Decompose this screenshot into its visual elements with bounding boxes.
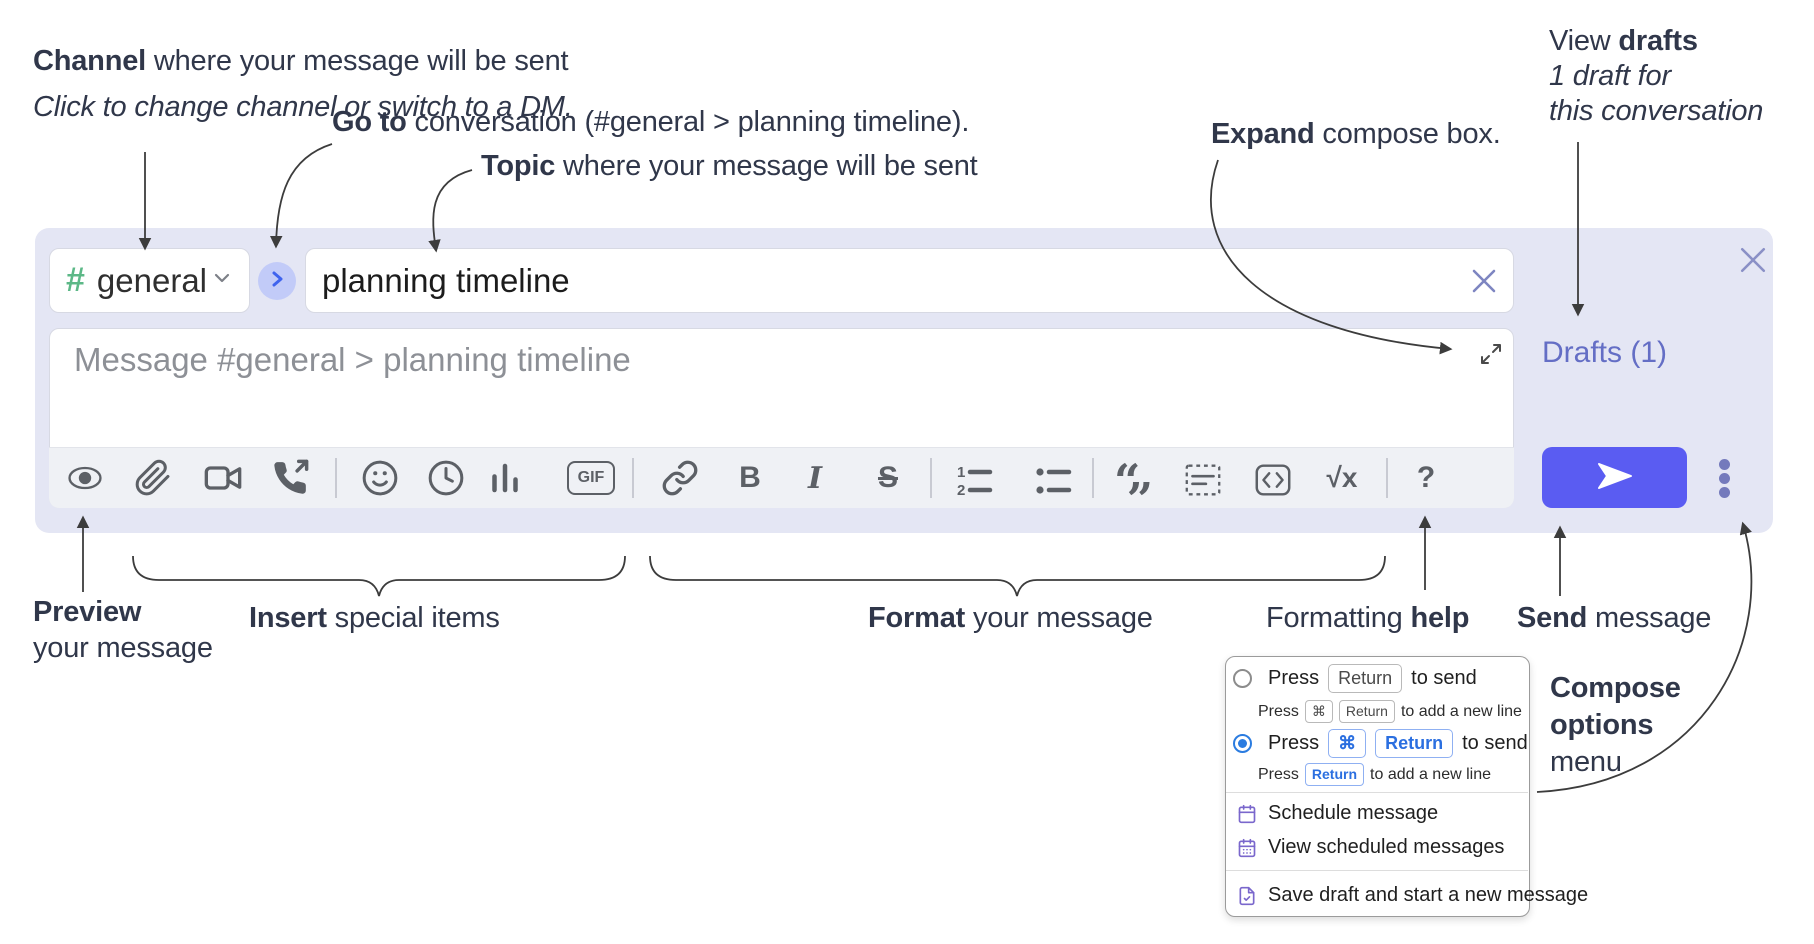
- toolbar-divider: [335, 458, 337, 498]
- return-key: Return: [1304, 763, 1365, 786]
- popup-divider: [1226, 792, 1528, 793]
- code-icon: [1255, 464, 1291, 496]
- svg-text:2: 2: [957, 482, 965, 499]
- preview-button[interactable]: [63, 456, 107, 500]
- question-mark-icon: ?: [1416, 461, 1436, 494]
- dot-icon: [1719, 487, 1730, 498]
- formatting-help-annotation: Formatting help: [1266, 602, 1470, 634]
- topic-annotation: Topic where your message will be sent: [481, 150, 978, 182]
- quote-button[interactable]: [1112, 446, 1156, 508]
- channel-name: general: [96, 261, 208, 299]
- strikethrough-icon: S: [877, 461, 898, 494]
- phone-outgoing-icon: [274, 459, 309, 494]
- return-key: Return: [1328, 664, 1403, 693]
- spoiler-icon: [1185, 464, 1221, 496]
- drafts-link[interactable]: Drafts (1): [1542, 336, 1668, 369]
- format-brace: [649, 555, 1386, 597]
- attach-file-button[interactable]: [131, 456, 175, 500]
- italic-icon: I: [807, 460, 823, 496]
- goto-annotation: Go to conversation (#general > planning …: [332, 106, 970, 138]
- paperclip-icon: [135, 459, 170, 496]
- send-icon: [1597, 462, 1633, 493]
- smiley-icon: [362, 460, 398, 496]
- channel-annotation: Channel where your message will be sent …: [33, 45, 573, 123]
- return-key: Return: [1338, 700, 1395, 723]
- clock-icon: [428, 460, 464, 496]
- return-key: Return: [1375, 729, 1454, 758]
- file-check-icon: [1239, 886, 1255, 905]
- cmd-enter-sends-subtext: Press Return to add a new line: [1258, 763, 1491, 786]
- view-scheduled-messages-item[interactable]: View scheduled messages: [1237, 836, 1504, 859]
- expand-compose-icon[interactable]: [1479, 342, 1503, 371]
- cmd-enter-sends-option[interactable]: Press ⌘ Return to send: [1233, 729, 1528, 758]
- compose-options-annotation: Compose options menu: [1550, 672, 1681, 778]
- enter-sends-subtext: Press ⌘ Return to add a new line: [1258, 700, 1522, 723]
- video-camera-icon: [204, 466, 242, 490]
- code-button[interactable]: [1251, 458, 1295, 502]
- bar-chart-icon: [492, 463, 518, 493]
- insert-brace: [132, 555, 626, 597]
- link-icon: [662, 460, 698, 496]
- gif-icon: GIF: [577, 469, 605, 486]
- calendar-icon: [1238, 804, 1256, 823]
- dot-icon: [1719, 459, 1730, 470]
- link-button[interactable]: [658, 456, 702, 500]
- math-button[interactable]: √x: [1312, 456, 1372, 500]
- clear-topic-icon[interactable]: [1471, 268, 1497, 299]
- bulleted-list-button[interactable]: [1031, 458, 1075, 502]
- popup-divider: [1226, 870, 1528, 871]
- toolbar-divider: [1092, 458, 1094, 498]
- format-annotation: Format your message: [868, 602, 1153, 634]
- italic-button[interactable]: I: [793, 456, 837, 500]
- calendar-grid-icon: [1238, 838, 1256, 857]
- preview-annotation: Preview your message: [33, 596, 213, 664]
- message-input[interactable]: [74, 341, 1374, 437]
- toolbar-divider: [1386, 458, 1388, 498]
- bold-icon: B: [739, 461, 761, 494]
- strikethrough-button[interactable]: S: [866, 456, 910, 500]
- radio-unchecked-icon[interactable]: [1233, 669, 1252, 688]
- numbered-list-icon: 12: [957, 464, 993, 499]
- global-time-button[interactable]: [424, 456, 468, 500]
- emoji-button[interactable]: [358, 456, 402, 500]
- poll-button[interactable]: [483, 456, 527, 500]
- video-call-button[interactable]: [201, 456, 245, 500]
- chevron-down-icon: [211, 267, 233, 294]
- spoiler-button[interactable]: [1181, 458, 1225, 502]
- gif-button[interactable]: GIF: [567, 461, 615, 495]
- compose-options-popup: [1225, 656, 1530, 917]
- cmd-key: ⌘: [1304, 700, 1333, 723]
- formatting-help-button[interactable]: ?: [1404, 456, 1448, 500]
- close-compose-icon[interactable]: [1739, 246, 1767, 279]
- enter-sends-option[interactable]: Press Return to send: [1233, 664, 1477, 693]
- voice-call-button[interactable]: [268, 456, 312, 500]
- eye-icon: [68, 466, 102, 490]
- math-icon: √x: [1326, 462, 1358, 493]
- dot-icon: [1719, 473, 1730, 484]
- view-drafts-annotation: View drafts 1 draft for this conversatio…: [1549, 25, 1764, 127]
- go-to-conversation-button[interactable]: [258, 262, 296, 300]
- send-button[interactable]: [1542, 447, 1687, 508]
- bold-button[interactable]: B: [728, 456, 772, 500]
- topic-input[interactable]: [322, 249, 1452, 312]
- bulleted-list-icon: [1036, 468, 1072, 494]
- channel-selector[interactable]: # general: [49, 248, 250, 313]
- send-annotation: Send message: [1517, 602, 1712, 634]
- compose-toolbar: [49, 447, 1514, 508]
- toolbar-divider: [632, 458, 634, 498]
- insert-annotation: Insert special items: [249, 602, 500, 634]
- svg-text:1: 1: [957, 464, 965, 481]
- compose-options-menu-button[interactable]: [1719, 459, 1730, 498]
- topic-input-box: [305, 248, 1514, 313]
- toolbar-divider: [930, 458, 932, 498]
- cmd-key: ⌘: [1328, 729, 1367, 758]
- radio-checked-icon[interactable]: [1233, 734, 1252, 753]
- channel-hash-icon: #: [66, 261, 85, 299]
- save-draft-item[interactable]: Save draft and start a new message: [1237, 884, 1588, 907]
- expand-annotation: Expand compose box.: [1211, 118, 1501, 150]
- chevron-right-icon: [267, 269, 287, 294]
- schedule-message-item[interactable]: Schedule message: [1237, 802, 1438, 825]
